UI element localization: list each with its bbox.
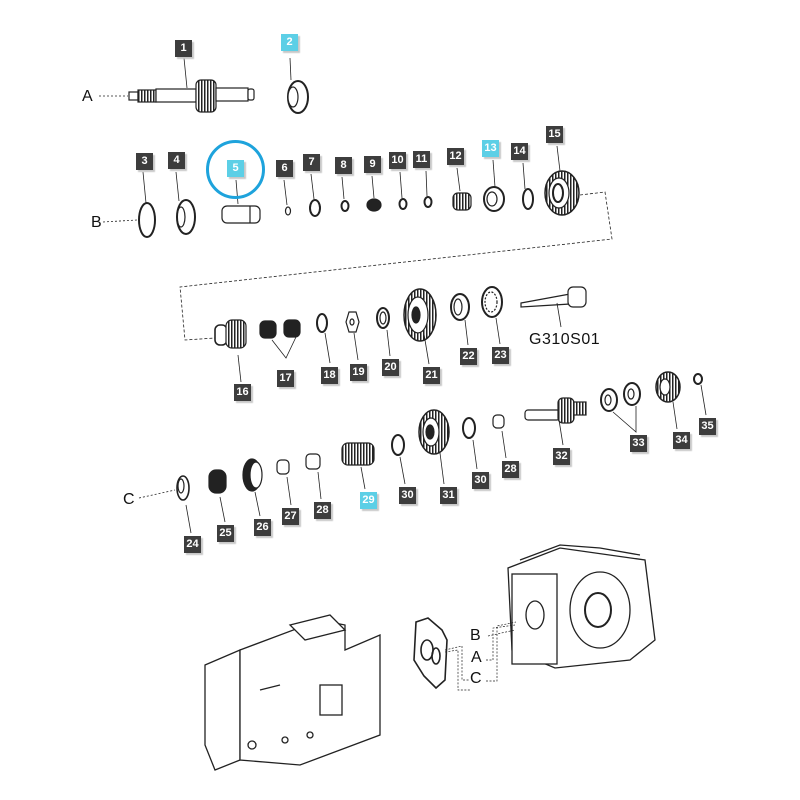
part-9-bushing[interactable]	[366, 175, 382, 212]
callout-part-30[interactable]: 30	[472, 472, 489, 489]
callout-part-28[interactable]: 28	[502, 461, 519, 478]
part-19-nut[interactable]	[345, 311, 360, 361]
callout-part-8[interactable]: 8	[335, 157, 352, 174]
callout-part-10[interactable]: 10	[389, 152, 406, 169]
part-10-ring[interactable]	[398, 171, 408, 210]
callout-part-29[interactable]: 29	[360, 492, 377, 509]
part-1-input-shaft[interactable]	[99, 57, 255, 113]
callout-part-18[interactable]: 18	[321, 367, 338, 384]
part-20-washer[interactable]	[376, 307, 391, 357]
part-13-bearing[interactable]	[483, 159, 505, 212]
part-21-gear[interactable]	[403, 288, 437, 365]
part-12-needle-bearing[interactable]	[452, 167, 472, 211]
callout-part-24[interactable]: 24	[184, 536, 201, 553]
callout-part-7[interactable]: 7	[303, 154, 320, 171]
callout-part-25[interactable]: 25	[217, 525, 234, 542]
callout-part-32[interactable]: 32	[553, 448, 570, 465]
callout-part-21[interactable]: 21	[423, 367, 440, 384]
callout-part-16[interactable]: 16	[234, 384, 251, 401]
callout-part-33[interactable]: 33	[630, 435, 647, 452]
callout-part-4[interactable]: 4	[168, 152, 185, 169]
part-14-ring[interactable]	[522, 162, 534, 210]
middle-gasket-plate[interactable]	[413, 617, 448, 690]
part-24-washer[interactable]	[176, 475, 192, 534]
part-2-bearing[interactable]	[287, 57, 309, 114]
front-transmission-housing[interactable]	[204, 614, 381, 771]
callout-part-35[interactable]: 35	[699, 418, 716, 435]
part-17-needle-rollers[interactable]	[259, 319, 301, 359]
part-5-sleeve[interactable]	[221, 179, 261, 224]
callout-part-15[interactable]: 15	[546, 126, 563, 143]
part-34-gear[interactable]	[655, 371, 681, 430]
callout-part-31[interactable]: 31	[440, 487, 457, 504]
callout-part-12[interactable]: 12	[447, 148, 464, 165]
diagram-reference-code: G310S01	[529, 331, 601, 348]
callout-part-20[interactable]: 20	[382, 359, 399, 376]
callout-part-30[interactable]: 30	[399, 487, 416, 504]
callout-part-26[interactable]: 26	[254, 519, 271, 536]
callout-part-27[interactable]: 27	[282, 508, 299, 525]
ref-letter-c-right: C	[470, 670, 482, 687]
part-29-coupling[interactable]	[341, 442, 375, 490]
part-30-ring[interactable]	[391, 434, 406, 485]
part-4-seal[interactable]	[175, 171, 196, 235]
callout-part-28[interactable]: 28	[314, 502, 331, 519]
part-g310s01-shaft[interactable]	[520, 286, 587, 328]
callout-part-6[interactable]: 6	[276, 160, 293, 177]
part-7-ring[interactable]	[309, 173, 321, 217]
part-23-ball-bearing[interactable]	[481, 286, 503, 345]
callout-part-34[interactable]: 34	[673, 432, 690, 449]
callout-part-19[interactable]: 19	[350, 364, 367, 381]
part-8-ring[interactable]	[340, 176, 350, 212]
part-32-shaft[interactable]	[524, 397, 587, 446]
callout-part-9[interactable]: 9	[364, 156, 381, 173]
ref-letter-b-right: B	[470, 627, 481, 644]
part-25-bearing[interactable]	[208, 469, 227, 523]
part-30b-ring[interactable]	[462, 417, 478, 470]
selected-part-highlight-circle[interactable]	[206, 140, 265, 199]
ref-letter-b-left: B	[91, 214, 102, 231]
callout-part-22[interactable]: 22	[460, 348, 477, 365]
callout-part-23[interactable]: 23	[492, 347, 509, 364]
part-28b-bushing[interactable]	[492, 414, 507, 459]
part-15-gear[interactable]	[544, 145, 580, 216]
part-11-ring[interactable]	[423, 170, 433, 208]
callout-part-14[interactable]: 14	[511, 143, 528, 160]
part-35-ring[interactable]	[693, 373, 707, 416]
callout-part-13[interactable]: 13	[482, 140, 499, 157]
part-27-bushing[interactable]	[276, 459, 292, 506]
ref-letter-a-left: A	[82, 88, 93, 105]
part-31-gear[interactable]	[418, 409, 450, 485]
rear-transmission-housing[interactable]	[507, 544, 656, 669]
callout-part-11[interactable]: 11	[413, 151, 430, 168]
part-28-bushing[interactable]	[305, 453, 322, 500]
part-3-ring[interactable]	[138, 171, 156, 238]
part-16-gear[interactable]	[214, 319, 247, 383]
part-22-seal[interactable]	[450, 293, 470, 346]
callout-part-1[interactable]: 1	[175, 40, 192, 57]
part-18-circlip[interactable]	[316, 313, 331, 364]
part-6-ring[interactable]	[283, 179, 292, 216]
part-26-ring[interactable]	[242, 458, 263, 517]
callout-part-17[interactable]: 17	[277, 370, 294, 387]
callout-part-2[interactable]: 2	[281, 34, 298, 51]
ref-letter-c-left: C	[123, 491, 135, 508]
callout-part-3[interactable]: 3	[136, 153, 153, 170]
ref-letter-a-right: A	[471, 649, 482, 666]
callout-part-5[interactable]: 5	[227, 160, 244, 177]
part-33-bearings[interactable]	[600, 382, 641, 433]
